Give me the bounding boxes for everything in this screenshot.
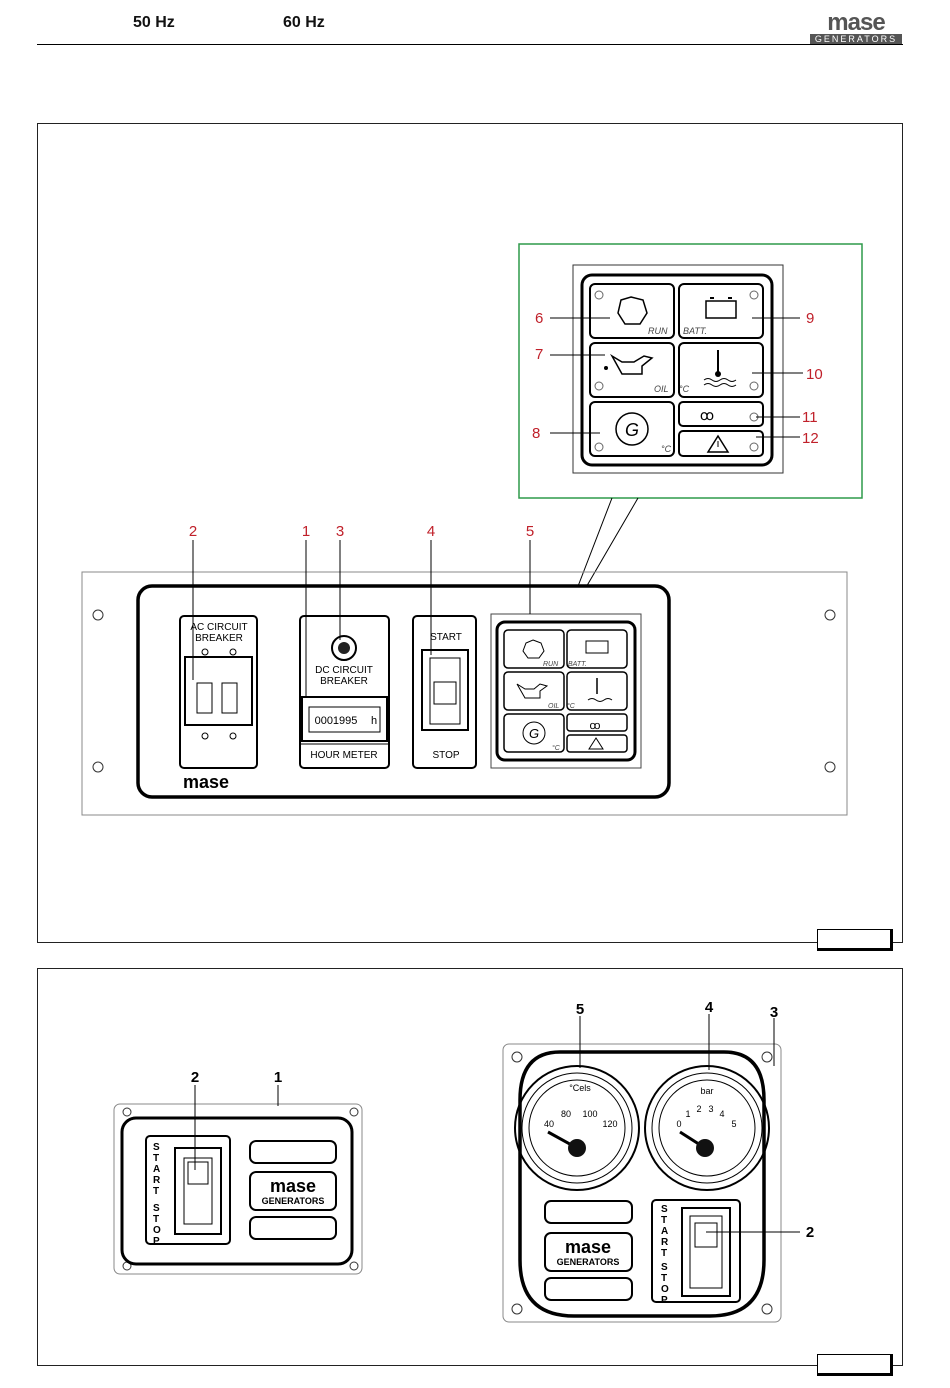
zoom-run-label: RUN	[648, 326, 668, 336]
temp-tick-100: 100	[582, 1109, 597, 1119]
stop-label: STOP	[432, 750, 459, 761]
press-tick-3: 3	[708, 1104, 713, 1114]
press-tick-2: 2	[696, 1104, 701, 1114]
hour-meter-unit: h	[371, 715, 377, 727]
press-tick-5: 5	[731, 1119, 736, 1129]
glow-plug-icon: ꝏ	[700, 407, 714, 423]
control-panel-diagram: G ꝏ RUN BATT. OIL °C °C 6 7 8 9 10 11 12…	[0, 0, 950, 960]
callout-12: 12	[802, 430, 819, 447]
gauge-callout-5: 5	[576, 1001, 584, 1018]
remote-small-brand-sub: GENERATORS	[262, 1196, 325, 1206]
temp-tick-40: 40	[544, 1119, 554, 1129]
callout-2: 2	[189, 523, 197, 540]
callout-6: 6	[535, 310, 543, 327]
press-tick-0: 0	[676, 1119, 681, 1129]
start-label: START	[430, 632, 462, 643]
small-gen-temp-label: °C	[552, 744, 561, 752]
gauge-callout-3: 3	[770, 1004, 778, 1021]
zoom-gen-temp-label: °C	[661, 444, 672, 454]
ac-label-2: BREAKER	[195, 633, 243, 644]
press-tick-4: 4	[719, 1109, 724, 1119]
hour-meter-value: 0001995	[315, 715, 358, 727]
hour-meter-label: HOUR METER	[310, 750, 377, 761]
zoom-oil-label: OIL	[654, 384, 669, 394]
press-gauge-unit: bar	[700, 1086, 713, 1096]
callout-3: 3	[336, 523, 344, 540]
small-gen-letter: G	[529, 726, 539, 741]
gauge-panel-brand-sub: GENERATORS	[557, 1257, 620, 1267]
gauge-callout-2: 2	[806, 1224, 814, 1241]
small-temp-label: °C	[567, 702, 576, 710]
callout-1: 1	[302, 523, 310, 540]
small-run-label: RUN	[543, 661, 559, 668]
gauge-panel-body	[520, 1052, 764, 1316]
press-tick-1: 1	[685, 1109, 690, 1119]
remote-callout-2: 2	[191, 1069, 199, 1086]
callout-4: 4	[427, 523, 435, 540]
callout-10: 10	[806, 366, 823, 383]
callout-9: 9	[806, 310, 814, 327]
gauge-callout-4: 4	[705, 999, 714, 1016]
callout-8: 8	[532, 425, 540, 442]
callout-5: 5	[526, 523, 534, 540]
gauge-panel-brand: mase	[565, 1237, 611, 1257]
temp-tick-120: 120	[602, 1119, 617, 1129]
small-batt-label: BATT.	[568, 661, 587, 668]
callout-11: 11	[802, 409, 818, 426]
panel-brand: mase	[183, 772, 229, 792]
zoom-indicator-panel	[582, 275, 772, 465]
dc-label-2: BREAKER	[320, 676, 368, 687]
small-oil-label: OIL	[548, 703, 559, 710]
callout-7: 7	[535, 346, 543, 363]
zoom-batt-label: BATT.	[683, 326, 707, 336]
ac-label-1: AC CIRCUIT	[190, 622, 247, 633]
remote-callout-1: 1	[274, 1069, 282, 1086]
small-glow-icon: ꝏ	[589, 720, 600, 732]
zoom-temp-label: °C	[679, 384, 690, 394]
remote-small-brand: mase	[270, 1176, 316, 1196]
temp-tick-80: 80	[561, 1109, 571, 1119]
temp-gauge-unit: °Cels	[569, 1083, 591, 1093]
generator-letter: G	[625, 420, 639, 440]
dc-label-1: DC CIRCUIT	[315, 665, 373, 676]
main-panel-body	[138, 586, 669, 797]
